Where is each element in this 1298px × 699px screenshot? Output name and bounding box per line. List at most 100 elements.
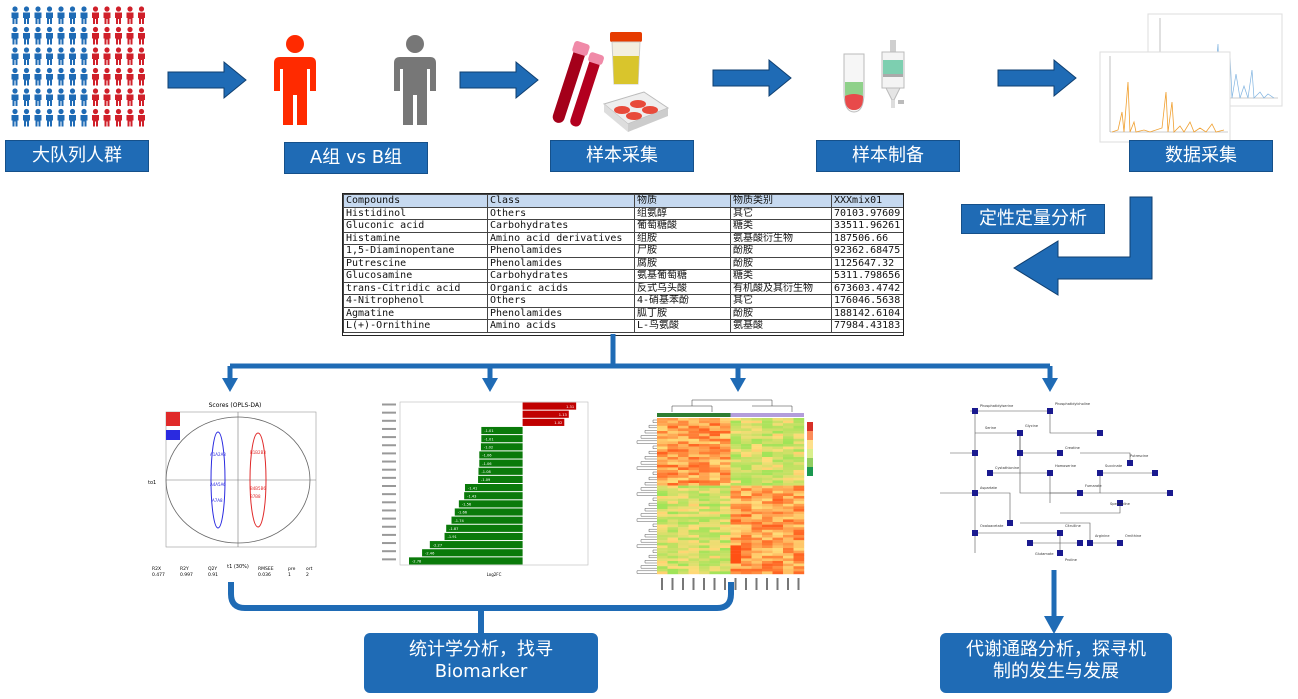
heatmap-cell bbox=[678, 561, 689, 564]
heatmap-cell bbox=[678, 542, 689, 546]
heatmap-cell bbox=[741, 423, 752, 426]
heatmap-cell bbox=[730, 470, 742, 473]
heatmap-cell bbox=[688, 532, 700, 536]
heatmap-cell bbox=[667, 503, 679, 507]
heatmap-cell bbox=[699, 436, 710, 439]
opls-title: Scores (OPLS-DA) bbox=[209, 402, 262, 409]
heatmap-cell bbox=[720, 470, 731, 473]
heatmap-cell bbox=[783, 514, 794, 517]
heatmap-cell bbox=[730, 511, 742, 515]
fc-bar-label: -2.27 bbox=[433, 543, 442, 547]
svg-text:Glutamate: Glutamate bbox=[1035, 552, 1054, 556]
heatmap-cell bbox=[667, 472, 679, 476]
svg-text:Citrulline: Citrulline bbox=[1065, 524, 1081, 528]
heatmap-cell bbox=[678, 475, 689, 478]
heatmap-cell bbox=[783, 550, 794, 554]
person-icon bbox=[80, 6, 88, 24]
table-cell: Organic acids bbox=[487, 281, 635, 295]
heatmap-cell bbox=[709, 568, 721, 572]
heatmap-cell bbox=[720, 550, 731, 554]
svg-text:Succinate: Succinate bbox=[1105, 464, 1122, 468]
heatmap-cell bbox=[793, 548, 805, 551]
heatmap-cell bbox=[730, 449, 742, 452]
person-icon bbox=[103, 47, 111, 65]
heatmap-cell bbox=[667, 488, 679, 491]
heatmap-cell bbox=[793, 436, 805, 439]
heatmap-cell bbox=[783, 425, 794, 429]
table-cell: 4-Nitrophenol bbox=[343, 294, 488, 308]
pathway-result-label: 代谢通路分析，探寻机 制的发生与发展 bbox=[940, 633, 1172, 693]
heatmap-cell bbox=[751, 449, 763, 452]
heatmap-col-dendrogram bbox=[671, 399, 793, 412]
heatmap-cell bbox=[783, 472, 794, 476]
heatmap-cell bbox=[793, 488, 805, 491]
heatmap-cell bbox=[772, 553, 784, 556]
heatmap-cell bbox=[730, 438, 742, 442]
heatmap-cell bbox=[783, 454, 794, 458]
heatmap-cell bbox=[699, 480, 710, 484]
heatmap-cell bbox=[709, 509, 721, 512]
heatmap-cell bbox=[720, 449, 731, 452]
heatmap-cell bbox=[678, 571, 689, 575]
person-icon bbox=[69, 6, 76, 24]
heatmap-cell bbox=[688, 449, 700, 452]
fc-row-label bbox=[382, 525, 396, 528]
person-icon bbox=[138, 88, 145, 106]
heatmap-cell bbox=[762, 462, 773, 465]
heatmap-cell bbox=[751, 514, 763, 517]
heatmap-cell bbox=[762, 524, 773, 528]
heatmap-cell bbox=[751, 548, 763, 551]
person-icon bbox=[11, 6, 19, 24]
heatmap-cell bbox=[762, 493, 773, 497]
svg-text:Cystathionine: Cystathionine bbox=[995, 466, 1019, 470]
heatmap-cell bbox=[657, 431, 668, 434]
heatmap-cell bbox=[667, 566, 679, 569]
heatmap-cell bbox=[772, 568, 784, 572]
heatmap-cell bbox=[793, 542, 805, 546]
heatmap-cell bbox=[730, 428, 742, 432]
gray-person-icon bbox=[394, 35, 436, 125]
heatmap-cell bbox=[772, 498, 784, 502]
heatmap-cell bbox=[688, 483, 700, 486]
heatmap-cell bbox=[688, 527, 700, 530]
fc-bar-label: -1.87 bbox=[449, 527, 458, 531]
heatmap-cell bbox=[793, 529, 805, 533]
heatmap-cell bbox=[678, 563, 689, 567]
person-icon bbox=[103, 6, 111, 24]
heatmap-cell bbox=[657, 540, 668, 543]
heatmap-cell bbox=[751, 470, 763, 473]
table-cell: 尸胺 bbox=[634, 244, 731, 258]
heatmap-cell bbox=[772, 550, 784, 554]
opls-xlabel: t1 (30%) bbox=[227, 564, 249, 570]
heatmap-cell bbox=[720, 540, 731, 543]
heatmap-cell bbox=[783, 553, 794, 556]
heatmap-cell bbox=[762, 509, 773, 512]
opls-stat-label: R2Y bbox=[180, 566, 189, 572]
heatmap-cell bbox=[688, 462, 700, 465]
heatmap-cell bbox=[762, 561, 773, 564]
heatmap-cell bbox=[709, 462, 721, 465]
person-icon bbox=[80, 67, 88, 86]
heatmap-cell bbox=[772, 527, 784, 530]
heatmap-cell bbox=[793, 418, 805, 421]
heatmap-cell bbox=[751, 418, 763, 421]
fc-bar bbox=[481, 426, 523, 435]
heatmap-cell bbox=[720, 420, 731, 424]
heatmap-cell bbox=[730, 498, 742, 502]
heatmap-cell bbox=[678, 428, 689, 432]
heatmap-cell bbox=[751, 506, 763, 510]
heatmap-cell bbox=[741, 454, 752, 458]
heatmap-cell bbox=[667, 467, 679, 471]
person-icon bbox=[69, 108, 76, 127]
heatmap-cell bbox=[793, 459, 805, 463]
heatmap-cell bbox=[762, 490, 773, 494]
fc-bar-label: -1.02 bbox=[484, 446, 493, 450]
heatmap-cell bbox=[772, 563, 784, 567]
heatmap-cell bbox=[709, 506, 721, 510]
svg-text:Putrescine: Putrescine bbox=[1130, 454, 1148, 458]
flow-arrow-4 bbox=[997, 58, 1077, 98]
heatmap-cell bbox=[783, 433, 794, 437]
heatmap-cell bbox=[709, 459, 721, 463]
heatmap-cell bbox=[730, 483, 742, 486]
